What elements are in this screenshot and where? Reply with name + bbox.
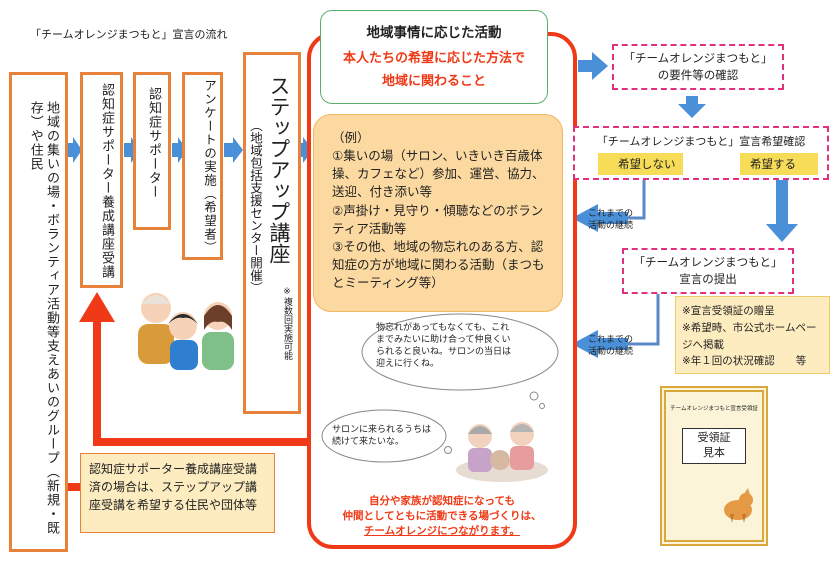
continue-2-line2: 活動の継続 bbox=[588, 347, 634, 358]
arrow-right-req bbox=[578, 52, 608, 80]
benefits-note: ※宣言受領証の贈呈 ※希望時、市公式ホームページへ掲載 ※年１回の状況確認 等 bbox=[675, 296, 830, 374]
cert-label-line2: 見本 bbox=[703, 445, 725, 459]
bottom-left-box: 認知症サポーター養成講座受講済の場合は、ステップアップ講座受講を希望する住民や団… bbox=[80, 453, 275, 533]
local-activity-title: 地域事情に応じた活動 bbox=[366, 25, 502, 41]
community-text: 地域の集いの場・ボランティア活動等支えあいのグループ（新規・既存）や住民 bbox=[27, 101, 59, 535]
examples-box: （例） ①集いの場（サロン、いきいき百歳体操、カフェなど）参加、運営、協力、送迎… bbox=[313, 114, 563, 312]
arrow-right-1 bbox=[66, 137, 82, 163]
stepup-sub: （地域包括支援センター開催） bbox=[248, 119, 263, 294]
certificate-sample: チームオレンジまつもと宣言受領証 受領証 見本 bbox=[660, 386, 768, 546]
benefit-2: ※希望時、市公式ホームページへ掲載 bbox=[682, 321, 817, 351]
submit-box: 「チームオレンジまつもと」 宣言の提出 bbox=[622, 248, 794, 294]
stepup-title: ステップアップ講座 bbox=[267, 75, 291, 264]
arrow-right-4 bbox=[224, 137, 243, 163]
wish-label: 希望する bbox=[750, 157, 796, 171]
closing-line-2: 仲間としてともに活動できる場づくりは、 bbox=[342, 510, 542, 523]
submit-line1: 「チームオレンジまつもと」 bbox=[633, 255, 783, 269]
red-arrow-up bbox=[79, 292, 115, 322]
arrow-right-3 bbox=[172, 137, 187, 163]
local-activity-line1: 本人たちの希望に応じた方法で bbox=[342, 51, 525, 66]
connector-submit bbox=[628, 294, 660, 346]
cert-label-line1: 受領証 bbox=[697, 431, 731, 444]
local-activity-line2: 地域に関わること bbox=[381, 74, 486, 89]
benefit-1: ※宣言受領証の贈呈 bbox=[682, 305, 775, 317]
red-path-horizontal bbox=[93, 438, 308, 446]
closing-line-1: 自分や家族が認知症になっても bbox=[369, 495, 515, 507]
supporter-box: 認知症サポーター bbox=[133, 72, 171, 230]
bubble-shapes bbox=[321, 313, 559, 463]
no-wish-label: 希望しない bbox=[618, 157, 676, 171]
course-text: 認知症サポーター養成講座受講 bbox=[99, 83, 114, 279]
no-wish-option: 希望しない bbox=[598, 153, 683, 175]
examples-label: （例） bbox=[332, 130, 370, 145]
requirements-box: 「チームオレンジまつもと」 の要件等の確認 bbox=[612, 44, 784, 90]
arrow-down-wish bbox=[766, 180, 798, 242]
people-illustration bbox=[138, 293, 234, 370]
requirements-line1: 「チームオレンジまつもと」 bbox=[623, 51, 773, 65]
supporter-text: 認知症サポーター bbox=[146, 87, 161, 199]
stepup-note: ※複数回実施可能 bbox=[282, 287, 292, 360]
arrow-right-2 bbox=[124, 137, 140, 163]
closing-message: 自分や家族が認知症になっても 仲間としてともに活動できる場づくりは、 チームオレ… bbox=[318, 494, 566, 540]
cert-title: チームオレンジまつもと宣言受領証 bbox=[670, 406, 758, 412]
course-box: 認知症サポーター養成講座受講 bbox=[80, 72, 123, 288]
continue-activity-2: これまでの 活動の継続 bbox=[588, 334, 633, 358]
continue-1-line2: 活動の継続 bbox=[588, 221, 634, 232]
continue-2-line1: これまでの bbox=[588, 335, 634, 345]
continue-activity-1: これまでの 活動の継続 bbox=[588, 208, 633, 232]
red-path-vertical bbox=[93, 318, 101, 446]
bubble-speech-1: 物忘れがあってもなくても、これまでみたいに助け合って仲良くいられると良いね。サロ… bbox=[376, 323, 512, 370]
benefit-3: ※年１回の状況確認 等 bbox=[682, 355, 807, 368]
confirm-title: 「チームオレンジまつもと」宣言希望確認 bbox=[596, 135, 806, 148]
cert-label: 受領証 見本 bbox=[682, 428, 746, 464]
example-2: ②声掛け・見守り・傾聴などのボランティア活動等 bbox=[332, 202, 544, 236]
wish-option: 希望する bbox=[740, 153, 818, 175]
local-activity-box: 地域事情に応じた活動 本人たちの希望に応じた方法で 地域に関わること bbox=[320, 10, 548, 104]
survey-text: アンケートの実施（希望者） bbox=[202, 79, 217, 255]
stepup-box: ステップアップ講座 （地域包括支援センター開催） ※複数回実施可能 bbox=[243, 52, 301, 414]
arrow-left-continue1 bbox=[572, 204, 628, 232]
example-1: ①集いの場（サロン、いきいき百歳体操、カフェなど）参加、運営、協力、送迎、付き添… bbox=[332, 148, 545, 200]
bubble-speech-2: サロンに来られるうちは続けて来たいな。 bbox=[332, 425, 432, 448]
connector-no-wish bbox=[628, 175, 646, 220]
salon-illustration bbox=[456, 422, 548, 482]
example-3: ③その他、地域の物忘れのある方、認知症の方が地域に関わる活動（まつもとミーティン… bbox=[332, 238, 545, 290]
mascot-icon bbox=[724, 488, 753, 523]
community-box: 地域の集いの場・ボランティア活動等支えあいのグループ（新規・既存）や住民 bbox=[9, 72, 68, 552]
closing-line-3: チームオレンジにつながります。 bbox=[363, 525, 521, 538]
requirements-line2: の要件等の確認 bbox=[657, 68, 739, 83]
submit-line2: 宣言の提出 bbox=[679, 272, 737, 287]
continue-1-line1: これまでの bbox=[588, 209, 634, 219]
survey-box: アンケートの実施（希望者） bbox=[182, 72, 223, 260]
arrow-left-continue2 bbox=[572, 330, 628, 358]
diagram-title: 「チームオレンジまつもと」宣言の流れ bbox=[30, 28, 228, 41]
arrow-down-req bbox=[678, 96, 706, 118]
